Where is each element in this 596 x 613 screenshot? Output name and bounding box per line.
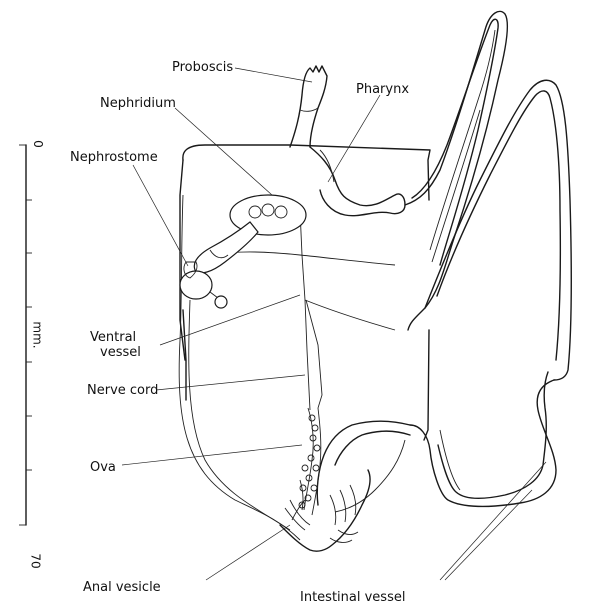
label-intestinal-vessel: Intestinal vessel xyxy=(300,590,405,605)
anal-vesicle xyxy=(280,470,370,551)
proboscis xyxy=(290,66,327,147)
label-nephridium: Nephridium xyxy=(100,96,176,111)
pharynx xyxy=(310,147,405,216)
scale-unit-label: mm. xyxy=(31,321,45,348)
label-anal-vesicle: Anal vesicle xyxy=(83,580,161,595)
label-nephrostome: Nephrostome xyxy=(70,150,158,165)
scale-end-label: 70 xyxy=(29,553,43,568)
label-ventral-vessel-line1: Ventral xyxy=(90,330,136,345)
label-ova: Ova xyxy=(90,460,116,475)
ventral-vessel xyxy=(300,210,322,410)
label-ventral-vessel-line2: vessel xyxy=(100,345,141,360)
label-proboscis: Proboscis xyxy=(172,60,233,75)
body-wall xyxy=(179,145,430,540)
label-nerve-cord: Nerve cord xyxy=(87,383,158,398)
intestine xyxy=(405,11,571,506)
nephridium xyxy=(194,195,306,273)
label-pharynx: Pharynx xyxy=(356,82,409,97)
scale-start-label: 0 xyxy=(31,140,45,148)
